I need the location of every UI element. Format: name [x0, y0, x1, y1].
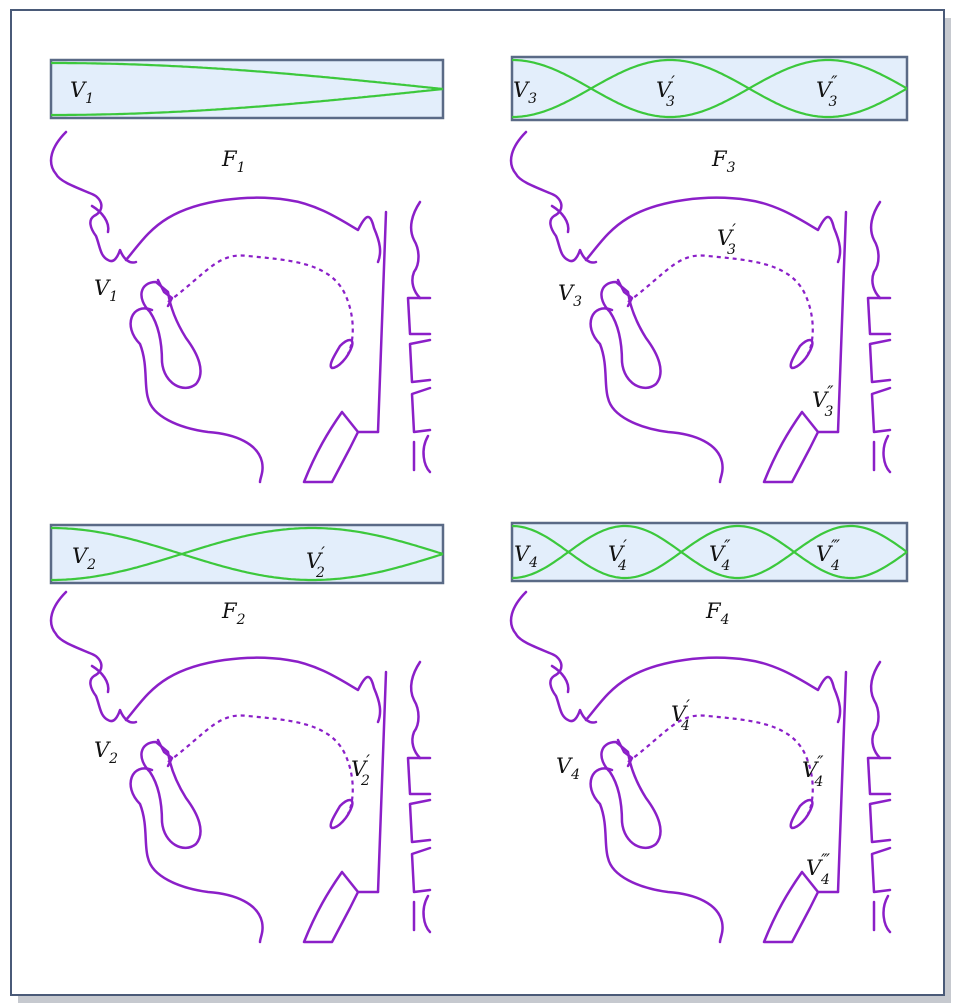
tube-f1 — [51, 60, 443, 118]
tube-label-f1-0-sub: 1 — [85, 91, 94, 107]
tube-label-f4-2-sub: 4 — [721, 558, 731, 574]
tract-label-f4-3-prime: ‴ — [821, 851, 830, 871]
tube-label-f4-1-sub: 4 — [617, 558, 627, 574]
tract-label-f1-0-sub: 1 — [109, 289, 118, 305]
tube-label-f4-1-prime: ′ — [623, 537, 627, 557]
tract-label-f3-2-prime: ″ — [827, 383, 834, 403]
formant-label-f1-base: F — [221, 147, 238, 171]
tract-label-f4-2-prime: ″ — [817, 753, 824, 773]
tube-label-f3-2-prime: ″ — [831, 73, 838, 93]
tract-label-f3-1-prime: ′ — [732, 221, 736, 241]
tract-label-f3-1-sub: 3 — [727, 242, 736, 258]
formant-label-f2-base: F — [221, 599, 238, 623]
formant-label-f4-sub: 4 — [720, 612, 730, 628]
tube-label-f3-0-sub: 3 — [528, 91, 537, 107]
formant-label-f4-base: F — [705, 599, 722, 623]
tract-label-f4-0-sub: 4 — [570, 767, 580, 783]
tract-label-f2-1-sub: 2 — [360, 773, 370, 789]
tube-label-f3-2-sub: 3 — [829, 94, 838, 110]
formant-label-f3-base: F — [711, 147, 728, 171]
tube-f3 — [512, 57, 907, 120]
tract-label-f3-0-sub: 3 — [573, 294, 582, 310]
tube-label-f4-3-sub: 4 — [830, 558, 840, 574]
tube-label-f2-1-sub: 2 — [315, 565, 325, 581]
tube-label-f2-0-sub: 2 — [86, 557, 96, 573]
tract-label-f4-3-sub: 4 — [820, 872, 830, 888]
tract-label-f2-1-prime: ′ — [366, 752, 370, 772]
tract-label-f4-1-prime: ′ — [686, 697, 690, 717]
tube-label-f2-1-prime: ′ — [321, 544, 325, 564]
formant-label-f1-sub: 1 — [237, 160, 246, 176]
tract-label-f4-1-sub: 4 — [680, 718, 690, 734]
tract-label-f3-2-sub: 3 — [825, 404, 834, 420]
tube-label-f4-3-prime: ‴ — [831, 537, 840, 557]
tract-label-f2-0-sub: 2 — [108, 751, 118, 767]
tract-label-f4-2-sub: 4 — [814, 774, 824, 790]
tube-label-f4-2-prime: ″ — [724, 537, 731, 557]
frame-border — [11, 10, 944, 995]
formant-label-f3-sub: 3 — [727, 160, 736, 176]
tube-label-f3-1-prime: ′ — [671, 73, 675, 93]
tube-label-f3-1-sub: 3 — [666, 94, 675, 110]
tube-label-f4-0-sub: 4 — [528, 555, 538, 571]
formant-label-f2-sub: 2 — [236, 612, 246, 628]
